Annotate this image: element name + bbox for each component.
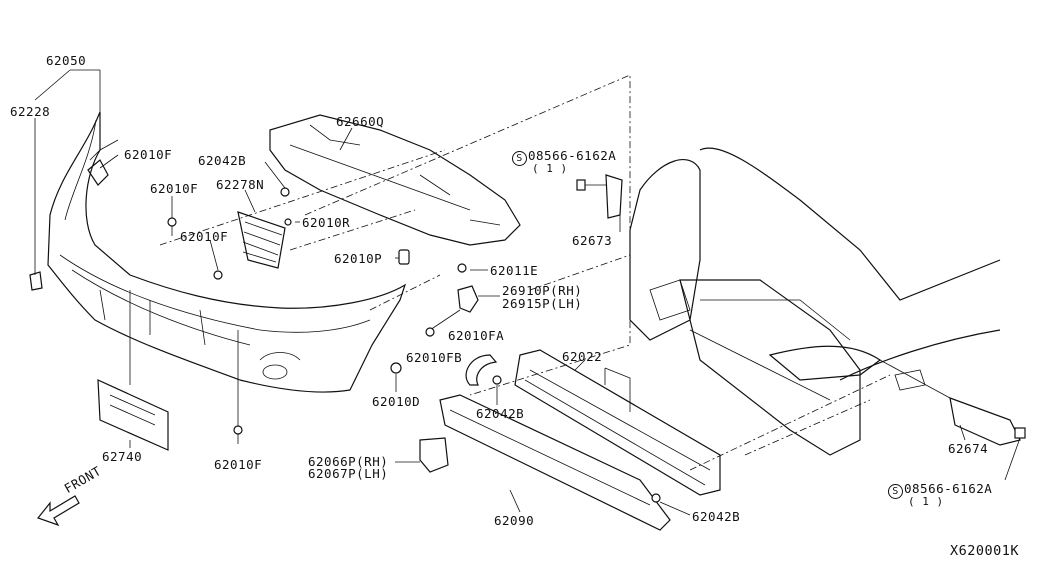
part-62228[interactable] <box>29 118 43 291</box>
clip-62011E[interactable] <box>457 263 467 273</box>
undercover-62660Q[interactable] <box>269 114 521 246</box>
clip-62010FB[interactable] <box>425 327 435 337</box>
grille-62278N[interactable] <box>237 211 286 269</box>
label-62228[interactable]: 62228 <box>10 104 51 119</box>
label-08566-bottom-qty: ( 1 ) <box>908 495 944 508</box>
vehicle-body-front-end <box>629 147 1001 456</box>
tie-62010FA[interactable] <box>465 354 498 386</box>
clip-62010P[interactable] <box>398 249 410 265</box>
label-62278N[interactable]: 62278N <box>216 177 265 192</box>
label-62010F-a[interactable]: 62010F <box>124 147 173 162</box>
clip-62010D[interactable] <box>390 362 402 374</box>
bracket-62673[interactable] <box>605 174 623 219</box>
nut-62042B-mid[interactable] <box>492 375 502 385</box>
screw-top[interactable] <box>576 179 606 191</box>
label-62673[interactable]: 62673 <box>572 233 613 248</box>
fascia-bracket[interactable] <box>87 159 109 186</box>
label-62010F-d[interactable]: 62010F <box>214 457 263 472</box>
clip-62010R[interactable] <box>284 218 292 226</box>
label-08566-top-text: 08566-6162A <box>528 148 617 163</box>
label-08566-bottom-text: 08566-6162A <box>904 481 993 496</box>
label-62010D[interactable]: 62010D <box>372 394 421 409</box>
bracket-62674[interactable] <box>879 359 1021 446</box>
label-26910P[interactable]: 26910P(RH) <box>502 283 583 298</box>
label-62022[interactable]: 62022 <box>562 349 603 364</box>
label-62067P[interactable]: 62067P(LH) <box>308 466 389 481</box>
label-62050[interactable]: 62050 <box>46 53 87 68</box>
label-62042B-a[interactable]: 62042B <box>198 153 247 168</box>
bumper-fascia[interactable] <box>47 111 407 393</box>
label-62010FA[interactable]: 62010FA <box>448 328 505 343</box>
nut-62042B-bottom[interactable] <box>651 493 661 503</box>
label-62010F-b[interactable]: 62010F <box>150 181 199 196</box>
screw-bottom[interactable] <box>1004 427 1026 481</box>
leader-lines <box>99 127 966 516</box>
label-62660Q[interactable]: 62660Q <box>336 114 385 129</box>
absorber-62090[interactable] <box>439 394 671 531</box>
label-62042B-b[interactable]: 62042B <box>476 406 525 421</box>
reference-outline <box>159 74 891 471</box>
label-62011E[interactable]: 62011E <box>490 263 539 278</box>
label-62010R[interactable]: 62010R <box>302 215 351 230</box>
label-62740[interactable]: 62740 <box>102 449 143 464</box>
label-26915P[interactable]: 26915P(LH) <box>502 296 583 311</box>
clip-62010F-mid[interactable] <box>213 270 223 280</box>
reinforcement-62022[interactable] <box>514 349 721 496</box>
label-62010P[interactable]: 62010P <box>334 251 383 266</box>
clip-62010F-lower[interactable] <box>233 330 243 444</box>
front-arrow-icon <box>37 495 80 527</box>
nut-62042B-top[interactable] <box>280 187 290 197</box>
s-symbol-icon: S <box>512 151 527 166</box>
label-62090[interactable]: 62090 <box>494 513 535 528</box>
label-62010F-c[interactable]: 62010F <box>180 229 229 244</box>
diagram-code: X620001K <box>950 543 1020 559</box>
s-symbol-icon: S <box>888 484 903 499</box>
clip-62010F-upper[interactable] <box>167 217 177 236</box>
label-62010FB[interactable]: 62010FB <box>406 350 463 365</box>
label-62042B-c[interactable]: 62042B <box>692 509 741 524</box>
bracket-62066P[interactable] <box>419 437 449 473</box>
bracket-26910P[interactable] <box>429 285 479 331</box>
label-08566-top-qty: ( 1 ) <box>532 162 568 175</box>
label-62674[interactable]: 62674 <box>948 441 989 456</box>
license-bracket-62740[interactable] <box>97 290 169 451</box>
label-62066P[interactable]: 62066P(RH) <box>308 454 389 469</box>
